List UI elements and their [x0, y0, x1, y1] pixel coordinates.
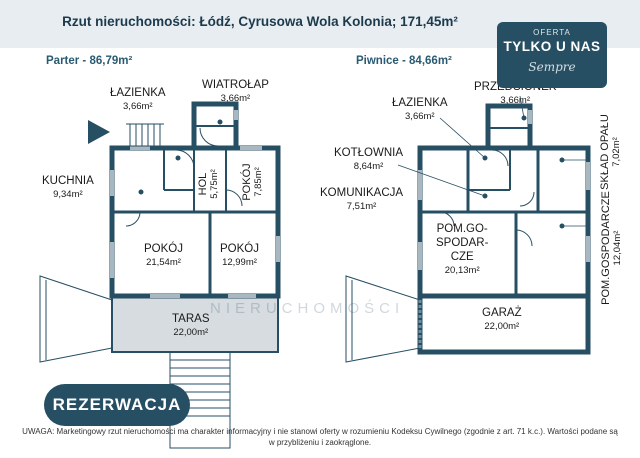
entrance-arrow-icon [88, 120, 110, 144]
ground-floor-heading: Parter - 86,79m² [46, 55, 133, 67]
terrace-area [111, 295, 279, 353]
badge-signature: Sempre [528, 60, 576, 74]
basement-heading: Piwnice - 84,66m² [356, 55, 452, 67]
watermark: NIERUCHOMOŚCI [210, 300, 405, 317]
reservation-button[interactable]: REZERWACJA [44, 384, 190, 426]
disclaimer-note: UWAGA: Marketingowy rzut nieruchomości m… [22, 427, 618, 447]
badge-top-text: OFERTA [533, 28, 571, 37]
page-title: Rzut nieruchomości: Łódź, Cyrusowa Wola … [62, 14, 458, 29]
badge-main-text: TYLKO U NAS [503, 39, 601, 54]
exclusive-offer-badge: OFERTA TYLKO U NAS Sempre [497, 22, 607, 88]
